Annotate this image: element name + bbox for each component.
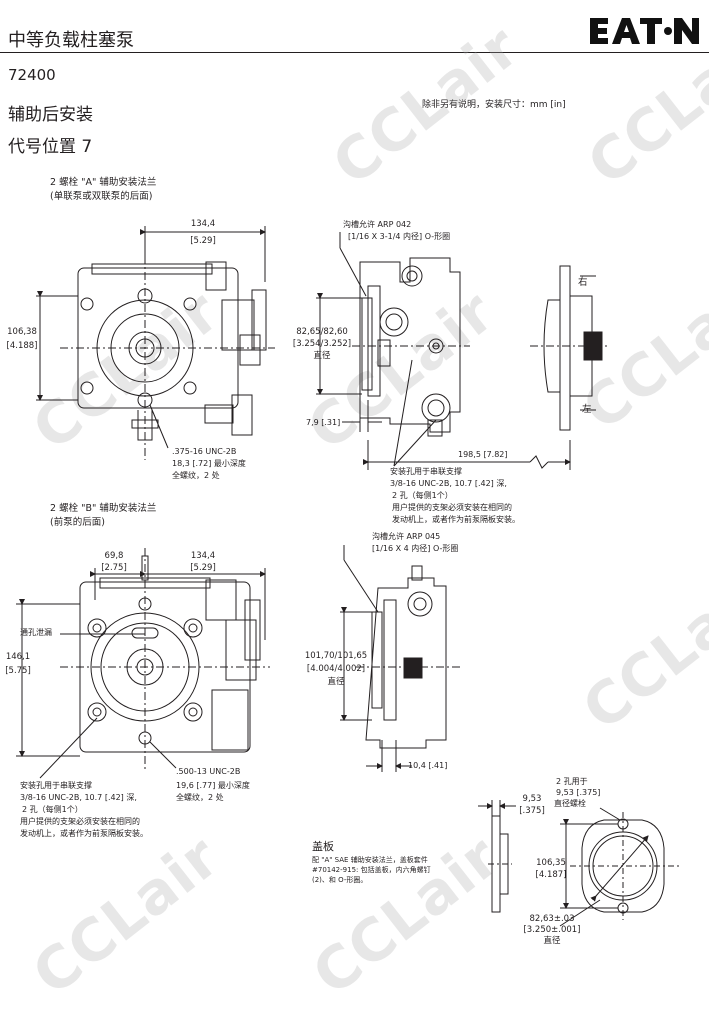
- b-thread-depth: 19,6 [.77] 最小深度: [176, 781, 250, 790]
- section-a-subtitle: (单联泵或双联泵的后面): [50, 191, 153, 202]
- b-holes-line4: 用户提供的支架必须安装在相同的: [20, 817, 140, 826]
- b-holes-line3: 2 孔（每侧1个）: [22, 805, 83, 814]
- a-holes-line5: 发动机上，或者作为前泵隔板安装。: [392, 515, 520, 524]
- a-step-dim: 7,9 [.31]: [306, 418, 341, 427]
- cover-bolt-line1: 2 孔用于: [556, 777, 588, 786]
- a-height-dim: 106,38: [7, 327, 37, 337]
- cover-pilot-label: 直径: [543, 936, 561, 946]
- b-vent-label: 通孔泄漏: [20, 628, 52, 637]
- left-label: 左: [582, 404, 592, 415]
- b-pilot-dim: 101,70/101,65: [304, 651, 368, 661]
- watermark: CCLair: [20, 277, 232, 464]
- a-holes-line4: 用户提供的支架必须安装在相同的: [392, 503, 512, 512]
- b-offset-dim: 69,8: [104, 551, 124, 561]
- a-height-dim-in: [4.188]: [6, 341, 38, 351]
- watermark: CCLair: [570, 557, 709, 744]
- model-number: 72400: [8, 66, 56, 84]
- eaton-logo: [588, 16, 700, 46]
- header-divider: [0, 52, 709, 53]
- b-width-dim-in: [5.29]: [190, 563, 216, 573]
- side-view-a: [316, 232, 571, 470]
- position-code: 代号位置 7: [8, 137, 93, 157]
- cover-bolt-spacing-in: [4.187]: [535, 870, 567, 880]
- a-thread-count: 全螺纹，2 处: [172, 471, 220, 480]
- b-groove-spec: [1/16 X 4 内径] O-形圈: [372, 544, 459, 553]
- a-groove-spec: [1/16 X 3-1/4 内径] O-形圈: [348, 232, 451, 241]
- b-thread-spec: .500-13 UNC-2B: [176, 767, 241, 776]
- b-height-dim: 146,1: [5, 652, 31, 662]
- a-pilot-dim-in: [3.254/3.252]: [292, 339, 352, 349]
- b-height-dim-in: [5.75]: [5, 666, 31, 676]
- right-label: 右: [578, 277, 588, 288]
- a-thread-depth: 18,3 [.72] 最小深度: [172, 459, 246, 468]
- section-b-subtitle: (前泵的后面): [50, 517, 105, 528]
- a-holes-line1: 安装孔用于串联支撑: [390, 467, 462, 476]
- b-holes-line5: 发动机上，或者作为前泵隔板安装。: [20, 829, 148, 838]
- cover-plate: [478, 800, 680, 927]
- cover-bolt-line2: 9,53 [.375]: [556, 788, 601, 797]
- section-b-title: 2 螺栓 "B" 辅助安装法兰: [50, 503, 157, 514]
- front-view-b: [16, 548, 270, 779]
- b-groove-label: 沟槽允许 ARP 045: [372, 532, 441, 541]
- section-a-title: 2 螺栓 "A" 辅助安装法兰: [50, 177, 157, 188]
- b-pilot-dim-in: [4.004/4.002]: [306, 664, 366, 674]
- cover-thick-dim: 9,53: [522, 794, 542, 804]
- b-thread-count: 全螺纹，2 处: [176, 793, 224, 802]
- cover-title: 盖板: [312, 840, 334, 853]
- edge-view-a: [530, 265, 610, 431]
- page-subtitle: 辅助后安装: [8, 105, 93, 125]
- b-pilot-label: 直径: [327, 677, 345, 687]
- a-width-dim-in: [5.29]: [190, 236, 216, 246]
- cover-bolt-line3: 直径螺栓: [554, 799, 586, 808]
- watermark: CCLair: [295, 277, 507, 464]
- b-width-dim: 134,4: [190, 551, 216, 561]
- a-holes-line2: 3/8-16 UNC-2B, 10.7 [.42] 深,: [390, 479, 507, 488]
- a-pilot-dim: 82,65/82,60: [296, 327, 348, 337]
- page-title: 中等负载柱塞泵: [8, 30, 134, 51]
- cover-thick-dim-in: [.375]: [519, 806, 545, 816]
- units-note: 除非另有说明，安装尺寸：mm [in]: [422, 100, 566, 110]
- b-step-dim: 10,4 [.41]: [408, 761, 448, 770]
- front-view-a: [36, 226, 275, 460]
- a-holes-line3: 2 孔（每侧1个）: [392, 491, 453, 500]
- b-holes-line1: 安装孔用于串联支撑: [20, 781, 92, 790]
- b-offset-dim-in: [2.75]: [101, 563, 127, 573]
- a-thread-spec: .375-16 UNC-2B: [172, 447, 237, 456]
- watermark: CCLair: [20, 822, 232, 1009]
- cover-desc-line2: #70142-915: 包括盖板，内六角螺钉: [312, 866, 431, 874]
- cover-pilot-dim: 82,63±.03: [529, 914, 575, 924]
- a-width-dim: 134,4: [190, 219, 216, 229]
- cover-desc-line1: 配 "A" SAE 辅助安装法兰，盖板套件: [312, 856, 428, 864]
- a-length-dim: 198,5 [7.82]: [458, 450, 508, 459]
- a-pilot-label: 直径: [313, 351, 331, 361]
- a-groove-label: 沟槽允许 ARP 042: [343, 220, 412, 229]
- cover-desc-line3: (2)、和 O-形圈。: [312, 876, 368, 884]
- cover-pilot-dim-in: [3.250±.001]: [523, 925, 581, 935]
- cover-bolt-spacing: 106,35: [536, 858, 566, 868]
- b-holes-line2: 3/8-16 UNC-2B, 10.7 [.42] 深,: [20, 793, 137, 802]
